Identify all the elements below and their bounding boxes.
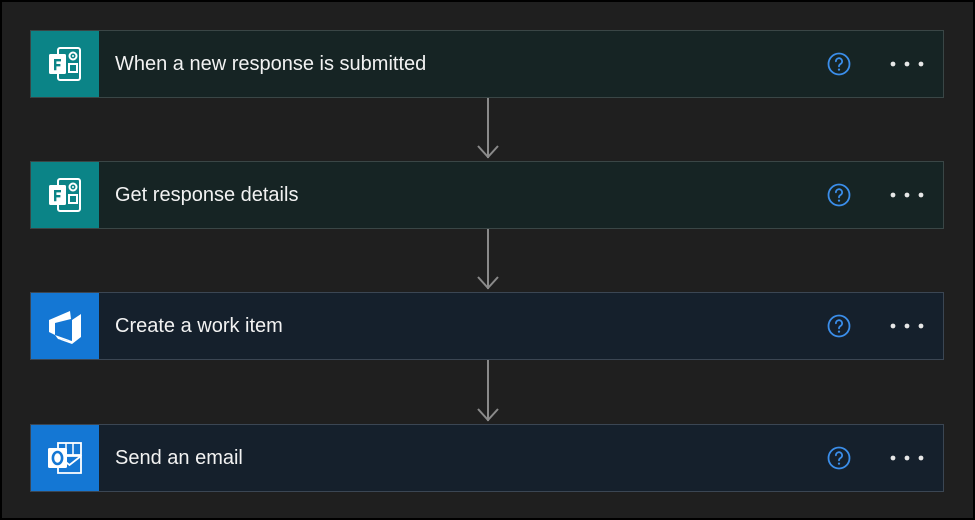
question-circle-icon[interactable] [827, 314, 851, 338]
flow-step-trigger[interactable]: When a new response is submitted [30, 30, 944, 98]
question-circle-icon[interactable] [827, 183, 851, 207]
ellipsis-icon[interactable] [887, 52, 927, 76]
step-label: When a new response is submitted [115, 52, 427, 75]
forms-icon [31, 162, 99, 228]
ellipsis-icon[interactable] [887, 314, 927, 338]
flow-step-create-work-item[interactable]: Create a work item [30, 292, 944, 360]
question-circle-icon[interactable] [827, 446, 851, 470]
step-label: Send an email [115, 446, 243, 469]
azure-devops-icon [31, 293, 99, 359]
ellipsis-icon[interactable] [887, 183, 927, 207]
step-label: Create a work item [115, 314, 283, 337]
flow-step-send-email[interactable]: Send an email [30, 424, 944, 492]
arrow-down-icon [477, 98, 499, 159]
question-circle-icon[interactable] [827, 52, 851, 76]
arrow-down-icon [477, 360, 499, 422]
arrow-down-icon [477, 229, 499, 290]
forms-icon [31, 31, 99, 97]
ellipsis-icon[interactable] [887, 446, 927, 470]
step-label: Get response details [115, 183, 299, 206]
flow-step-get-response[interactable]: Get response details [30, 161, 944, 229]
outlook-icon [31, 425, 99, 491]
